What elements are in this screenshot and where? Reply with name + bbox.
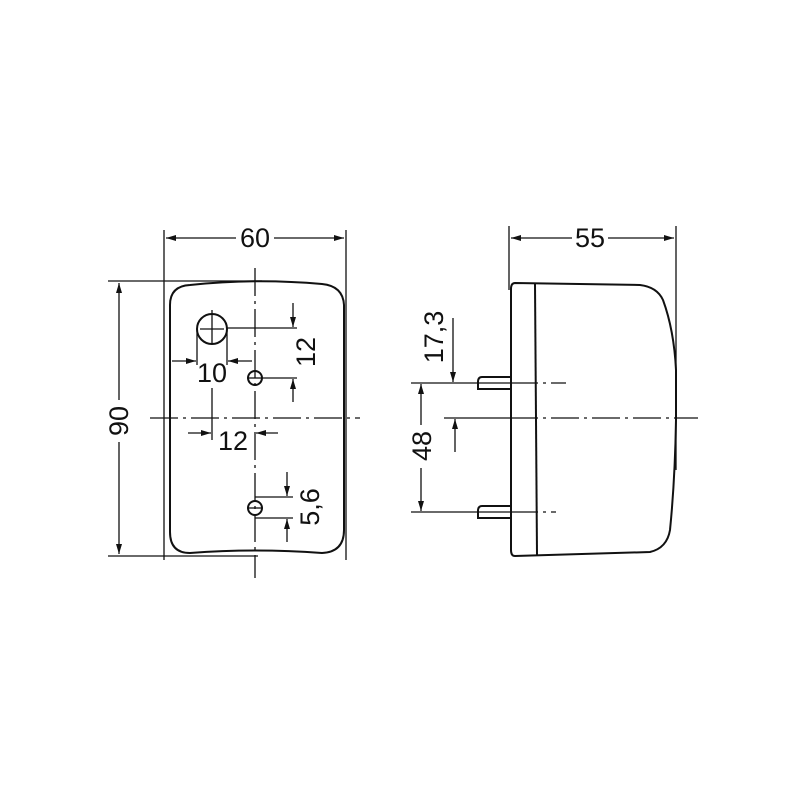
depth-label: 55 <box>575 223 605 253</box>
lens-edge-line <box>534 283 538 556</box>
front-view: 60 90 10 12 12 5,6 <box>104 223 360 578</box>
stud-offset-label: 17,3 <box>419 311 449 364</box>
lamp-body-front <box>169 280 345 555</box>
hole-offset-y-label: 12 <box>291 337 321 367</box>
stud-spacing-label: 48 <box>407 431 437 461</box>
stud-lower <box>477 505 510 519</box>
mount-hole-label: 5,6 <box>295 488 325 526</box>
width-label: 60 <box>240 223 270 253</box>
hole-offset-x-label: 12 <box>218 426 248 456</box>
side-view: 55 17,3 48 <box>407 223 698 558</box>
height-label: 90 <box>104 406 134 436</box>
stud-upper <box>477 376 510 390</box>
hole-diameter-label: 10 <box>197 358 227 388</box>
lamp-body-side <box>510 281 677 558</box>
